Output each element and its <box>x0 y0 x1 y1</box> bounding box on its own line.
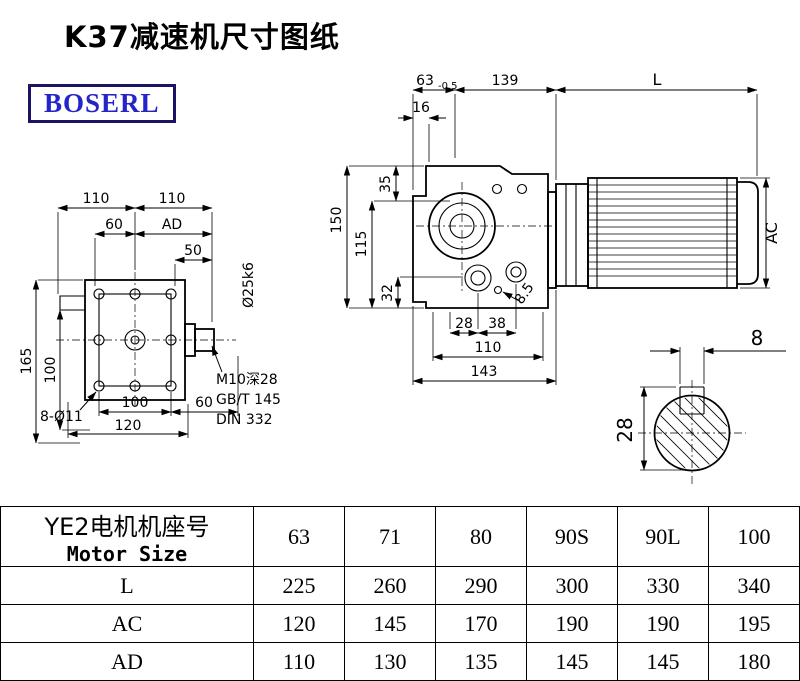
top-bolt-hole <box>491 183 503 195</box>
dim-110-right: 110 <box>159 191 186 207</box>
table-cell: 190 <box>617 604 709 643</box>
dim-35: 35 <box>378 175 394 193</box>
motor-body <box>587 177 738 289</box>
dim-key-height-28: 28 <box>613 417 637 442</box>
row-label-AD: AD <box>0 642 254 681</box>
standard-din: DIN 332 <box>216 412 273 428</box>
table-cell: 260 <box>344 566 436 605</box>
fan-cowl <box>737 181 759 285</box>
table-cell: 195 <box>708 604 800 643</box>
dim-AC: AC <box>762 222 781 244</box>
dim-120: 120 <box>115 418 142 434</box>
small-hole <box>493 285 503 295</box>
technical-drawing: 110 110 60 AD 50 Ø25k6 165 100 <box>19 70 786 486</box>
dim-50: 50 <box>184 243 202 259</box>
gearbox-housing <box>412 165 549 309</box>
table-header-row: YE2电机机座号 Motor Size 63 71 80 90S 90L 100 <box>0 506 800 567</box>
table-cell: 145 <box>526 642 618 681</box>
dim-28: 28 <box>455 316 473 332</box>
shaft-circle <box>653 394 731 472</box>
table-cell: 180 <box>708 642 800 681</box>
dim-L: L <box>653 70 662 89</box>
top-bolt-hole <box>516 183 528 195</box>
input-bearing-boss <box>428 192 496 260</box>
motor-size-90S: 90S <box>526 506 618 567</box>
table-cell: 225 <box>253 566 345 605</box>
dim-63-tolerance: -0.5 <box>438 81 458 92</box>
row-label-AC: AC <box>0 604 254 643</box>
lower-boss-right <box>505 261 527 283</box>
output-shaft <box>184 323 215 357</box>
side-tab <box>59 295 85 311</box>
table-row-AC: AC 120 145 170 190 190 195 <box>0 604 800 643</box>
table-cell: 300 <box>526 566 618 605</box>
holes-callout: 8-Ø11 <box>40 409 83 425</box>
dim-143: 143 <box>471 364 498 380</box>
center-boss <box>124 329 146 351</box>
bell-adapter <box>547 191 557 289</box>
table-cell: 110 <box>253 642 345 681</box>
motor-size-label-en: Motor Size <box>66 542 188 566</box>
dim-100-vertical: 100 <box>43 357 59 384</box>
dim-60-bottom: 60 <box>195 395 213 411</box>
bolt-holes <box>93 288 177 392</box>
motor-size-100: 100 <box>708 506 800 567</box>
table-cell: 190 <box>526 604 618 643</box>
motor-size-71: 71 <box>344 506 436 567</box>
motor-size-80: 80 <box>435 506 527 567</box>
page-title: K37减速机尺寸图纸 <box>64 20 340 54</box>
table-cell: 120 <box>253 604 345 643</box>
table-row-L: L 225 260 290 300 330 340 <box>0 566 800 605</box>
keyway <box>679 386 705 415</box>
section-hatching <box>656 397 728 469</box>
table-cell: 145 <box>344 604 436 643</box>
motor-fins <box>589 184 736 277</box>
motor-size-label-cn: YE2电机机座号 <box>44 513 210 541</box>
row-label-L: L <box>0 566 254 605</box>
dim-115: 115 <box>354 231 370 258</box>
brand-logo-text: BOSERL <box>44 88 160 118</box>
dim-16: 16 <box>412 100 430 116</box>
front-view: 110 110 60 AD 50 Ø25k6 165 100 <box>19 191 281 444</box>
dim-63: 63 <box>416 73 434 89</box>
motor-size-header-cell: YE2电机机座号 Motor Size <box>0 506 254 567</box>
dim-110-left: 110 <box>83 191 110 207</box>
dim-key-width-8: 8 <box>751 326 764 350</box>
table-cell: 135 <box>435 642 527 681</box>
standard-gb: GB/T 145 <box>216 392 281 408</box>
dim-60: 60 <box>105 217 123 233</box>
dim-139: 139 <box>492 73 519 89</box>
motor-size-90L: 90L <box>617 506 709 567</box>
table-cell: 145 <box>617 642 709 681</box>
side-view: 63 -0.5 139 L 16 <box>329 70 781 385</box>
motor-flange <box>555 183 589 287</box>
table-cell: 170 <box>435 604 527 643</box>
table-cell: 340 <box>708 566 800 605</box>
shaft-section-view: 8 28 <box>613 326 786 486</box>
dim-32: 32 <box>380 284 396 302</box>
motor-dimension-table: YE2电机机座号 Motor Size 63 71 80 90S 90L 100… <box>0 506 800 681</box>
table-cell: 330 <box>617 566 709 605</box>
dim-165: 165 <box>19 348 35 375</box>
table-row-AD: AD 110 130 135 145 145 180 <box>0 642 800 681</box>
lower-boss-left <box>464 264 492 292</box>
dim-38: 38 <box>488 316 506 332</box>
dim-100-bottom: 100 <box>122 395 149 411</box>
table-cell: 130 <box>344 642 436 681</box>
dim-150: 150 <box>329 207 345 234</box>
table-cell: 290 <box>435 566 527 605</box>
dim-AD: AD <box>162 217 182 233</box>
motor-size-63: 63 <box>253 506 345 567</box>
dim-shaft-diameter: Ø25k6 <box>241 262 257 308</box>
tap-callout: M10深28 <box>216 372 278 388</box>
brand-logo-box: BOSERL <box>28 84 176 123</box>
dim-110-side: 110 <box>475 340 502 356</box>
